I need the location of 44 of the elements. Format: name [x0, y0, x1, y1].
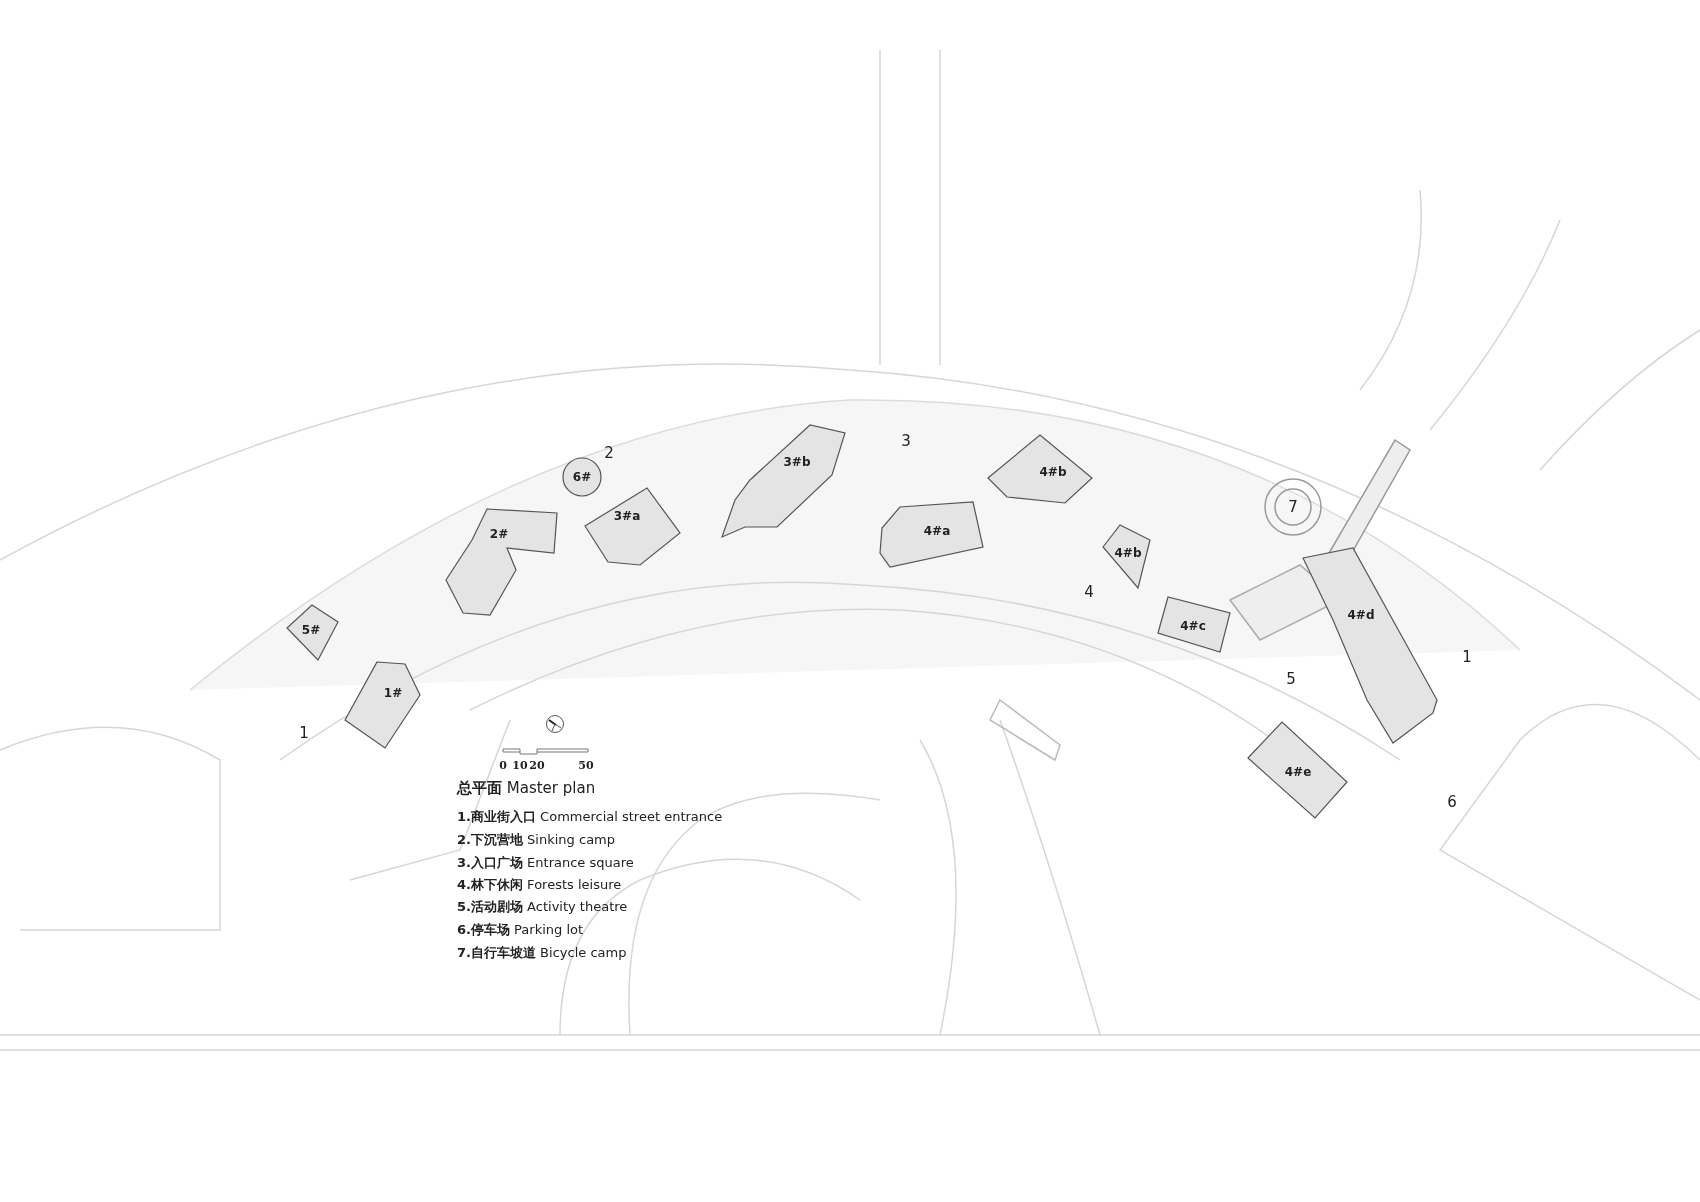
legend-entry: 7.自行车坡道 Bicycle camp: [457, 946, 627, 959]
scale-number: 50: [578, 759, 594, 771]
building-number: 2#: [489, 528, 509, 540]
legend-entry: 1.商业街入口 Commercial street entrance: [457, 810, 723, 823]
building-number: 3#a: [613, 510, 641, 522]
area-number: 1: [1462, 649, 1472, 665]
building-number: 4#b: [1114, 547, 1142, 559]
area-number: 1: [299, 725, 309, 741]
building-footprint: [446, 509, 557, 615]
building-number: 1#: [383, 687, 403, 699]
building-footprint: [722, 425, 845, 537]
area-number: 6: [1447, 794, 1457, 810]
building-number: 5#: [301, 624, 321, 636]
building-number: 6#: [572, 471, 592, 483]
building-footprint: [585, 488, 680, 565]
building-number: 4#e: [1284, 766, 1312, 778]
building-number: 3#b: [783, 456, 811, 468]
building-footprint: [1158, 597, 1230, 652]
scale-number: 10: [512, 759, 528, 771]
building-footprint: [880, 502, 983, 567]
area-number: 4: [1084, 584, 1094, 600]
building-footprint: [287, 605, 338, 660]
area-number: 2: [604, 445, 614, 461]
building-number: 4#c: [1180, 620, 1206, 632]
building-footprint: [345, 662, 420, 748]
area-number: 7: [1288, 499, 1298, 515]
building-number: 4#a: [923, 525, 951, 537]
legend-entry: 2.下沉营地 Sinking camp: [457, 833, 615, 846]
legend-entry: 6.停车场 Parking lot: [457, 923, 584, 936]
scale-number: 0: [499, 759, 507, 771]
scale-number: 20: [529, 759, 545, 771]
building-footprint: [1248, 722, 1347, 818]
plan-title: 总平面 Master plan: [457, 781, 596, 796]
legend-entry: 3.入口广场 Entrance square: [457, 856, 634, 869]
area-number: 3: [901, 433, 911, 449]
legend-entry: 5.活动剧场 Activity theatre: [457, 900, 628, 913]
building-footprint: [562, 457, 602, 497]
building-footprint: [988, 435, 1092, 503]
building-footprint: [1303, 548, 1437, 743]
legend-entry: 4.林下休闲 Forests leisure: [457, 878, 622, 891]
building-number: 4#d: [1347, 609, 1375, 621]
building-number: 4#b: [1039, 466, 1067, 478]
area-number: 5: [1286, 671, 1296, 687]
building-footprint: [1103, 525, 1150, 588]
